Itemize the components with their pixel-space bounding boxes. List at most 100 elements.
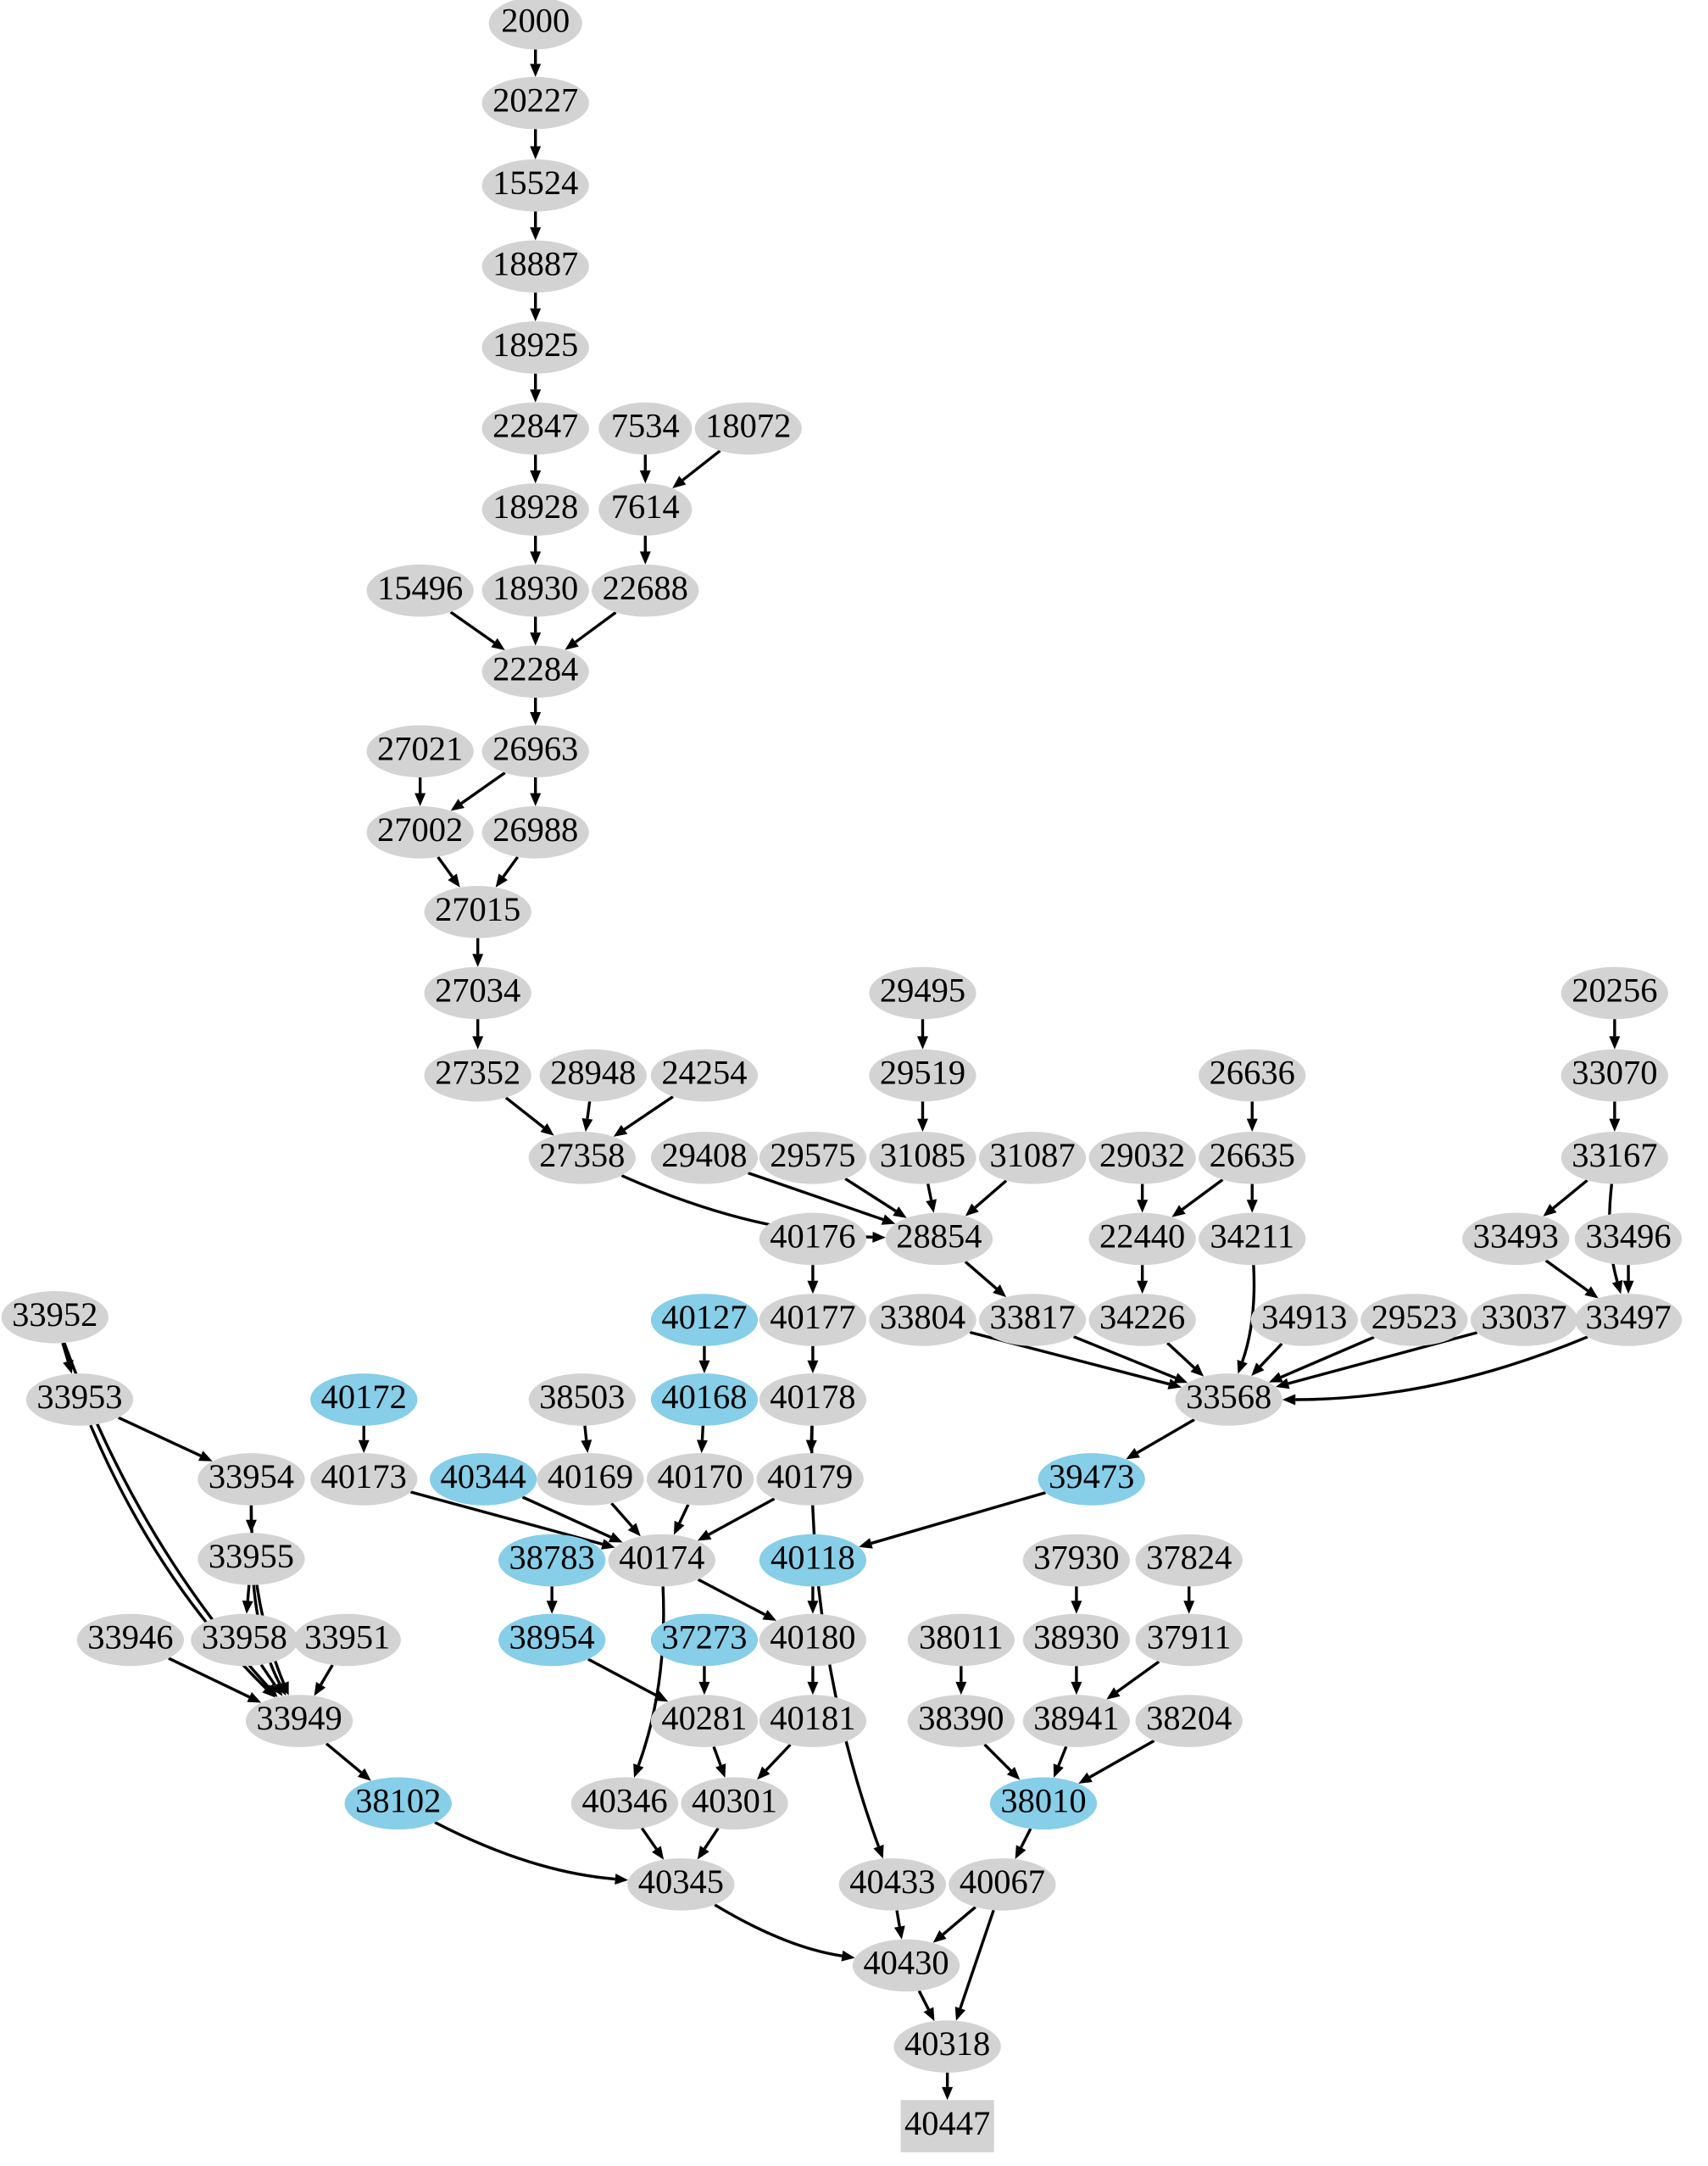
node-ellipse-shape[interactable] [1175,1373,1282,1426]
graph-node[interactable]: 18072 [694,402,802,455]
graph-node[interactable]: 31087 [978,1132,1087,1184]
graph-node[interactable]: 29523 [1360,1294,1468,1346]
node-ellipse-shape[interactable] [978,1294,1087,1346]
node-ellipse-shape[interactable] [1470,1294,1578,1346]
node-ellipse-shape[interactable] [627,1858,735,1911]
node-ellipse-shape[interactable] [528,1132,636,1184]
graph-node[interactable]: 26988 [481,806,589,859]
node-ellipse-shape[interactable] [1088,1212,1196,1266]
graph-node[interactable]: 37930 [1022,1534,1131,1587]
node-ellipse-shape[interactable] [539,1049,647,1102]
node-ellipse-shape[interactable] [366,806,474,859]
node-ellipse-shape[interactable] [650,1294,759,1346]
node-ellipse-shape[interactable] [245,1695,353,1747]
graph-node[interactable]: 40346 [570,1777,679,1830]
graph-node[interactable]: 40433 [838,1858,947,1911]
graph-node[interactable]: 40174 [608,1534,715,1587]
node-ellipse-shape[interactable] [592,564,699,617]
graph-node[interactable]: 29408 [650,1132,759,1184]
graph-node[interactable]: 40180 [759,1613,867,1667]
node-ellipse-shape[interactable] [1199,1049,1306,1102]
graph-node[interactable]: 40170 [646,1453,754,1506]
node-ellipse-shape[interactable] [869,1049,976,1102]
node-ellipse-shape[interactable] [481,564,589,617]
graph-node[interactable]: 15524 [481,159,589,212]
node-ellipse-shape[interactable] [1199,1212,1306,1266]
node-ellipse-shape[interactable] [759,1613,867,1667]
node-ellipse-shape[interactable] [1038,1453,1145,1506]
node-ellipse-shape[interactable] [481,159,589,212]
graph-node[interactable]: 40344 [429,1453,537,1506]
graph-node[interactable]: 33070 [1561,1049,1669,1102]
graph-node[interactable]: 37824 [1135,1534,1243,1587]
node-ellipse-shape[interactable] [885,1212,993,1266]
node-ellipse-shape[interactable] [481,806,589,859]
node-ellipse-shape[interactable] [598,402,693,455]
graph-node[interactable]: 38954 [498,1613,606,1667]
graph-node[interactable]: 40172 [310,1373,418,1426]
node-ellipse-shape[interactable] [481,645,589,699]
graph-node[interactable]: 39473 [1038,1453,1145,1506]
graph-node[interactable]: 29519 [869,1049,976,1102]
graph-node[interactable]: 38102 [344,1777,452,1830]
graph-node[interactable]: 33568 [1175,1373,1282,1426]
graph-node[interactable]: 33953 [25,1373,134,1426]
graph-node[interactable]: 18887 [481,240,589,293]
graph-node[interactable]: 29495 [869,966,976,1020]
node-ellipse-shape[interactable] [650,1613,759,1667]
node-ellipse-shape[interactable] [481,240,589,293]
graph-node[interactable]: 33804 [869,1294,976,1346]
node-ellipse-shape[interactable] [759,1132,867,1184]
node-ellipse-shape[interactable] [198,1453,305,1506]
graph-node[interactable]: 33037 [1470,1294,1578,1346]
graph-node[interactable]: 7534 [598,402,693,455]
node-ellipse-shape[interactable] [310,1373,418,1426]
graph-node[interactable]: 34226 [1088,1294,1196,1346]
node-ellipse-shape[interactable] [76,1613,185,1667]
node-ellipse-shape[interactable] [869,1132,976,1184]
graph-node[interactable]: 33497 [1574,1294,1683,1346]
node-ellipse-shape[interactable] [366,725,474,778]
node-ellipse-shape[interactable] [907,1695,1015,1747]
graph-node[interactable]: 31085 [869,1132,976,1184]
graph-node[interactable]: 27034 [424,966,531,1020]
node-ellipse-shape[interactable] [424,1049,531,1102]
graph-node[interactable]: 18925 [481,321,589,374]
node-ellipse-shape[interactable] [1,1290,108,1344]
graph-node[interactable]: 20256 [1561,966,1669,1020]
node-ellipse-shape[interactable] [1574,1294,1683,1346]
graph-node[interactable]: 40067 [949,1858,1056,1911]
node-ellipse-shape[interactable] [650,1132,759,1184]
node-ellipse-shape[interactable] [488,0,582,50]
node-ellipse-shape[interactable] [978,1132,1087,1184]
node-ellipse-shape[interactable] [759,1534,867,1587]
node-ellipse-shape[interactable] [1360,1294,1468,1346]
graph-node[interactable]: 40281 [650,1695,759,1747]
graph-node[interactable]: 27352 [424,1049,531,1102]
node-ellipse-shape[interactable] [1135,1613,1243,1667]
graph-node[interactable]: 33167 [1561,1132,1669,1184]
graph-node[interactable]: 22440 [1088,1212,1196,1266]
graph-node[interactable]: 40301 [681,1777,788,1830]
graph-node[interactable]: 38503 [528,1373,636,1426]
node-ellipse-shape[interactable] [1022,1613,1131,1667]
graph-node[interactable]: 38010 [989,1777,1098,1830]
graph-node[interactable]: 33817 [978,1294,1087,1346]
node-ellipse-shape[interactable] [25,1373,134,1426]
graph-node[interactable]: 33954 [198,1453,305,1506]
node-ellipse-shape[interactable] [1199,1132,1306,1184]
graph-node[interactable]: 22284 [481,645,589,699]
node-ellipse-shape[interactable] [293,1613,401,1667]
graph-node[interactable]: 38011 [907,1613,1015,1667]
graph-node[interactable]: 28948 [539,1049,647,1102]
graph-node[interactable]: 40179 [756,1453,864,1506]
graph-node[interactable]: 33951 [293,1613,401,1667]
node-ellipse-shape[interactable] [429,1453,537,1506]
graph-node[interactable]: 33958 [191,1613,298,1667]
graph-node[interactable]: 37911 [1135,1613,1243,1667]
node-ellipse-shape[interactable] [537,1453,644,1506]
graph-node[interactable]: 40345 [627,1858,735,1911]
node-ellipse-shape[interactable] [1135,1534,1243,1587]
graph-node[interactable]: 22847 [481,402,589,455]
node-ellipse-shape[interactable] [1022,1534,1131,1587]
